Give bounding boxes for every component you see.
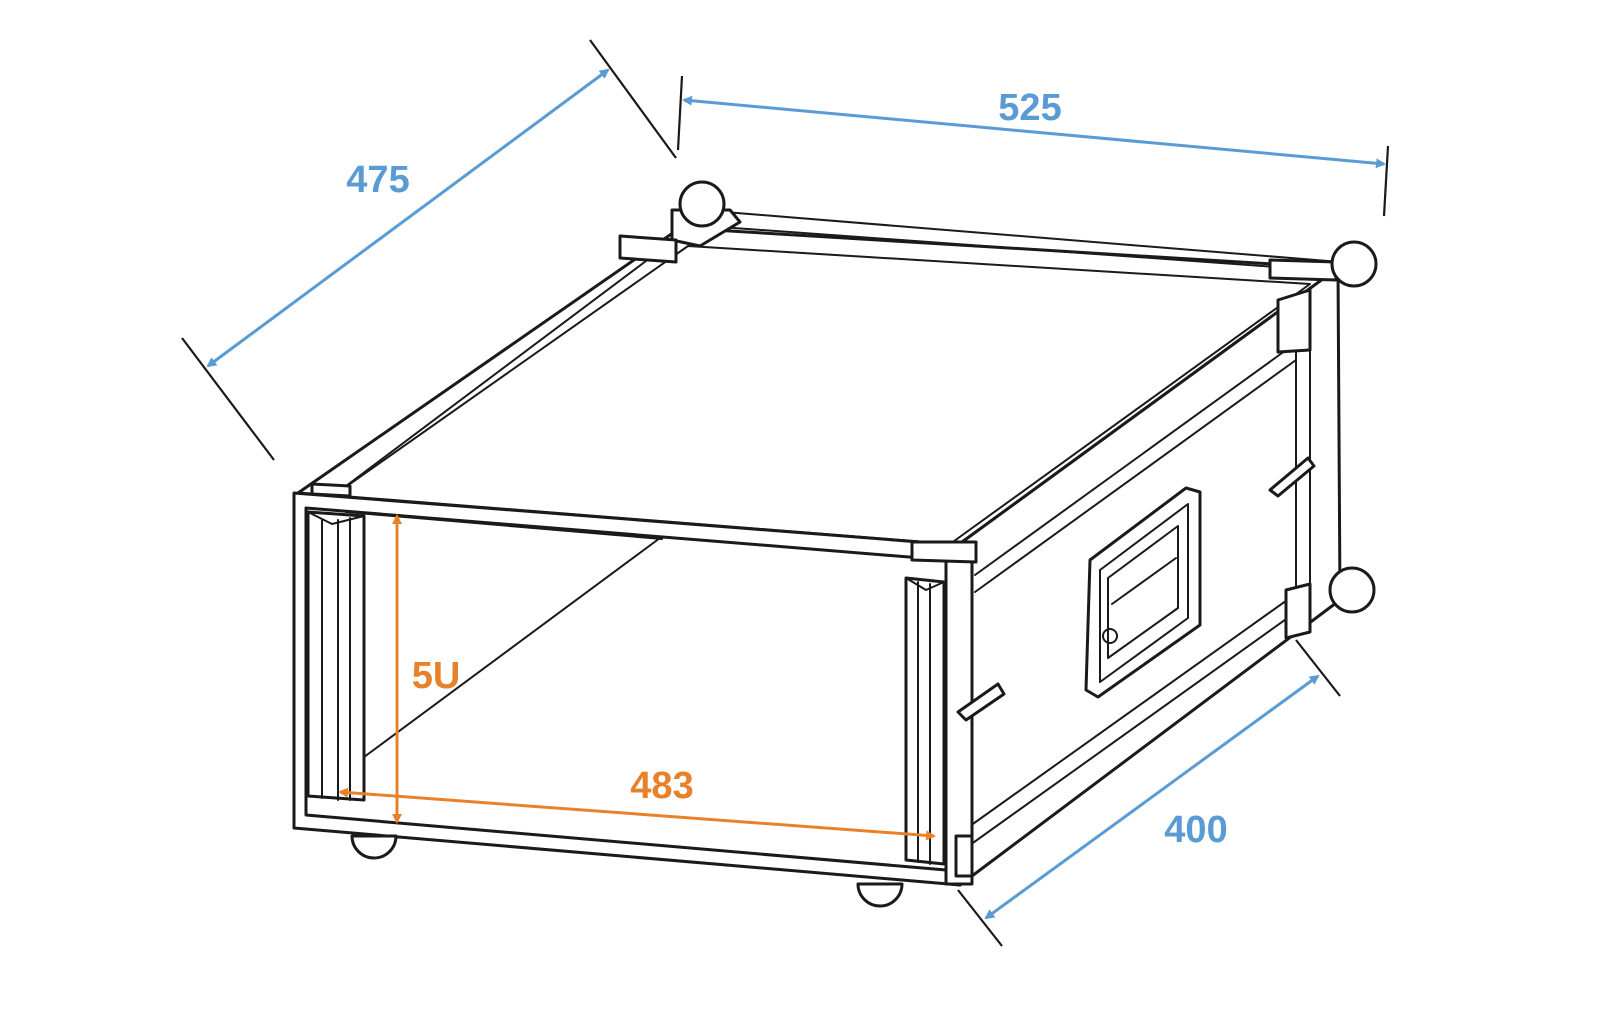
label-rack-height: 5U [412, 655, 461, 697]
corner-bracket-right-upper [1276, 288, 1312, 354]
dimension-arrow-width [682, 95, 1386, 169]
foot-front-right [856, 882, 904, 908]
ball-corner-top-back [678, 180, 726, 228]
label-side-depth: 400 [1164, 809, 1227, 851]
dimension-arrow-depth [206, 68, 610, 368]
case-top-inner-edge [329, 245, 1311, 545]
case-side-top-rail [974, 339, 1301, 593]
label-depth: 475 [346, 159, 409, 201]
extension-line-width-right [1382, 145, 1390, 217]
extension-line-depth-front [181, 337, 275, 461]
case-interior-diagonal [359, 537, 661, 761]
ball-corner-bottom-right [1328, 566, 1376, 614]
foot-front-left [350, 834, 398, 860]
corner-bracket-front-bottom-right [954, 834, 974, 878]
right-rack-rail [904, 576, 946, 866]
corner-bracket-right-lower [1284, 582, 1312, 640]
corner-bracket-front-top-right [910, 540, 978, 564]
extension-line-depth-back [589, 39, 677, 159]
corner-bracket-top-right [1268, 258, 1338, 282]
side-latch-upper [1268, 456, 1316, 498]
dimension-arrow-rack-width [338, 787, 936, 841]
case-top-rail-back [699, 209, 1341, 271]
corner-bracket-top-front-left [618, 234, 678, 264]
rack-case [292, 180, 1378, 908]
dimension-arrow-side-depth [984, 674, 1320, 920]
corner-bracket-front-top-left [310, 482, 352, 498]
extension-line-width-left [676, 75, 684, 151]
extension-line-side-back [1295, 639, 1341, 697]
ball-corner-top-right [1330, 240, 1378, 288]
extension-line-side-front [957, 889, 1003, 947]
label-rack-width: 483 [630, 765, 693, 807]
label-width: 525 [998, 87, 1061, 129]
left-rack-rail [306, 510, 366, 802]
